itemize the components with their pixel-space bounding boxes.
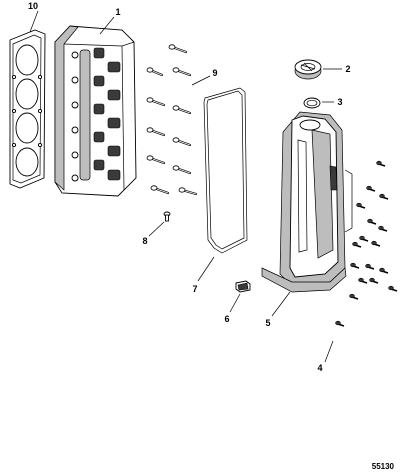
mounting-screw xyxy=(358,277,368,284)
screw xyxy=(163,211,171,222)
mounting-screw xyxy=(366,185,376,192)
mounting-screw xyxy=(379,267,389,274)
callout-10: 10 xyxy=(28,1,38,11)
cover-bolt xyxy=(150,185,170,195)
callout-3: 3 xyxy=(337,97,342,107)
head-bolt-bosses xyxy=(71,51,79,182)
callout-8: 8 xyxy=(142,236,147,246)
cover-mounting-screws xyxy=(335,160,398,327)
callout-5: 5 xyxy=(265,318,270,328)
figure-number: 55130 xyxy=(372,462,395,471)
mounting-screw xyxy=(378,225,388,232)
callout-6: 6 xyxy=(224,314,229,324)
cover-bolt xyxy=(168,44,188,54)
cover-bolt xyxy=(178,187,198,196)
leader-lines xyxy=(29,10,342,363)
callouts: 10 1 9 2 3 8 7 6 5 4 xyxy=(28,1,351,373)
mounting-screw xyxy=(371,240,381,247)
mounting-screw xyxy=(359,235,369,242)
o-ring xyxy=(303,97,321,109)
mounting-screw xyxy=(365,263,375,270)
cover-bolt xyxy=(146,97,166,107)
mounting-screw xyxy=(367,218,377,225)
mounting-screw xyxy=(379,193,389,200)
head-gasket xyxy=(9,29,46,189)
cover-bolt xyxy=(172,165,192,175)
cover-bolts xyxy=(146,44,198,196)
mounting-screw xyxy=(349,293,359,300)
callout-7: 7 xyxy=(192,284,197,294)
mounting-screw xyxy=(335,320,345,327)
mounting-screw xyxy=(352,241,362,248)
cover-bolt xyxy=(172,137,192,147)
cover-bolt xyxy=(146,155,166,165)
grommet xyxy=(235,280,251,293)
cover-bolt xyxy=(172,67,192,77)
mounting-screw xyxy=(388,285,398,292)
cover-bolt xyxy=(146,67,164,77)
mounting-screw xyxy=(376,160,386,167)
cover-bolt xyxy=(146,127,166,137)
cylinder-head xyxy=(54,25,137,197)
mounting-screw xyxy=(350,262,360,269)
mounting-screw xyxy=(356,202,366,209)
oil-fill-cap xyxy=(294,59,322,80)
camshaft-lobes xyxy=(93,47,121,181)
callout-2: 2 xyxy=(345,64,350,74)
callout-4: 4 xyxy=(317,363,322,373)
cover-seal xyxy=(203,87,248,254)
mounting-screw xyxy=(369,277,379,284)
cover-bolt xyxy=(172,105,192,115)
callout-9: 9 xyxy=(212,68,217,78)
callout-1: 1 xyxy=(115,7,120,17)
cylinder-head-cover xyxy=(261,111,353,293)
